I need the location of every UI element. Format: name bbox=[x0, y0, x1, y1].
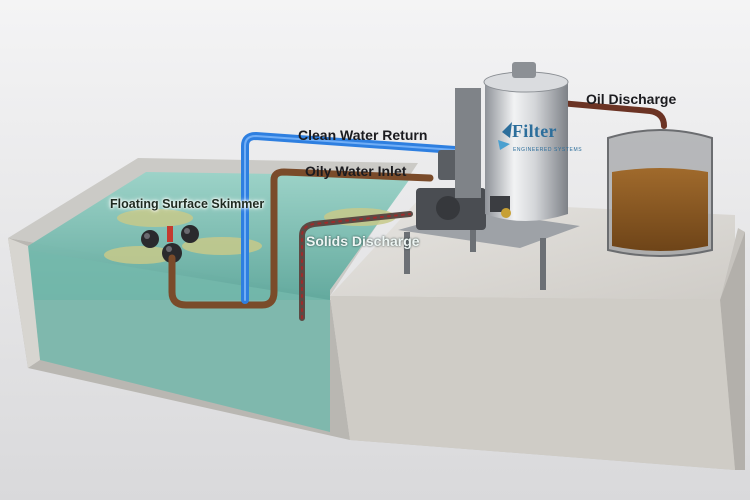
label-solids-discharge: Solids Discharge bbox=[306, 233, 420, 249]
pool bbox=[8, 158, 418, 440]
label-oil-discharge: Oil Discharge bbox=[586, 91, 677, 107]
brand-name: Filter bbox=[512, 121, 557, 141]
oil-storage-tank bbox=[607, 129, 713, 257]
brand-tagline: ENGINEERED SYSTEMS bbox=[513, 147, 583, 153]
oily-water-inlet-pipe bbox=[168, 168, 434, 309]
water-front bbox=[28, 250, 330, 432]
pipes bbox=[168, 100, 667, 321]
label-clean-water-return: Clean Water Return bbox=[298, 127, 428, 143]
filter-logo-icon bbox=[498, 122, 512, 150]
label-oily-water-inlet: Oily Water Inlet bbox=[305, 163, 407, 179]
oil-level bbox=[612, 168, 708, 251]
oil-discharge-pipe bbox=[557, 100, 667, 129]
tank-top-fitting bbox=[512, 62, 536, 78]
floating-skimmer bbox=[141, 225, 199, 263]
separator-vessel bbox=[455, 62, 569, 221]
main-tank bbox=[485, 77, 568, 221]
small-vessel bbox=[455, 88, 481, 198]
label-floating-surface-skimmer: Floating Surface Skimmer bbox=[110, 197, 265, 211]
